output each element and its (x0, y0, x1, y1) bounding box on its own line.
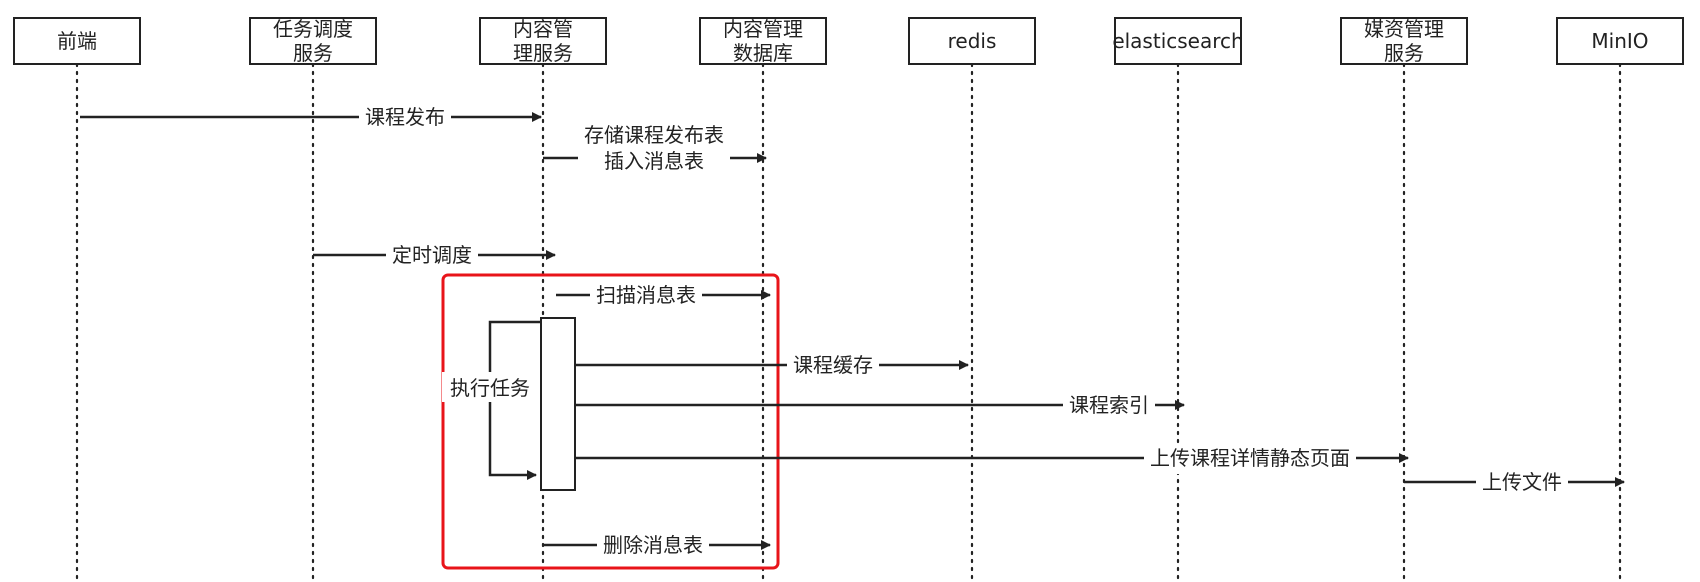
participant-frontend: 前端 (13, 17, 141, 65)
message-label: 上传课程详情静态页面 (1150, 446, 1350, 470)
message-publish: 课程发布 (80, 103, 542, 133)
participant-box (1340, 17, 1468, 65)
participant-box (699, 17, 827, 65)
self-call-label-bg (442, 372, 538, 402)
message-label: 定时调度 (392, 243, 472, 267)
message-label-bg (386, 241, 478, 271)
message-label: 删除消息表 (603, 533, 703, 557)
participant-label: 前端 (57, 29, 97, 53)
participant-label: redis (948, 29, 997, 53)
message-label: 存储课程发布表 (584, 123, 724, 147)
message-label: 课程索引 (1069, 393, 1149, 417)
participant-es: elasticsearch (1112, 17, 1244, 65)
message-label: 扫描消息表 (596, 283, 696, 307)
message-label-bg (597, 531, 709, 561)
participant-label: 理服务 (513, 41, 573, 65)
message-label: 插入消息表 (604, 149, 704, 173)
participant-label: elasticsearch (1112, 29, 1243, 53)
participant-label: 内容管理 (723, 17, 803, 41)
message-schedule: 定时调度 (313, 241, 556, 271)
participant-label: 数据库 (733, 41, 793, 65)
lifelines (75, 62, 1622, 582)
message-label: 上传文件 (1482, 470, 1562, 494)
participant-redis: redis (908, 17, 1036, 65)
participant-label: 任务调度 (273, 17, 353, 41)
activation-bar (540, 317, 576, 491)
participant-box (1556, 17, 1684, 65)
highlight-layer (441, 273, 780, 570)
messages: 课程发布存储课程发布表插入消息表定时调度扫描消息表课程缓存课程索引上传课程详情静… (80, 103, 1625, 561)
message-label-bg (787, 351, 879, 381)
message-index: 课程索引 (575, 391, 1185, 421)
participant-label: 媒资管理 (1364, 17, 1444, 41)
message-label-bg (578, 121, 730, 177)
participant-box (249, 17, 377, 65)
message-upload-page: 上传课程详情静态页面 (575, 444, 1409, 474)
self-call-layer: 执行任务 (442, 317, 576, 491)
message-label-bg (1063, 391, 1155, 421)
message-scan: 扫描消息表 (556, 281, 771, 311)
message-cache: 课程缓存 (575, 351, 969, 381)
participant-label: 服务 (293, 41, 333, 65)
message-label-bg (1476, 468, 1568, 498)
message-label: 课程缓存 (793, 353, 873, 377)
participant-box (908, 17, 1036, 65)
participant-label: 服务 (1384, 41, 1424, 65)
message-label: 课程发布 (365, 105, 445, 129)
message-label-bg (1144, 444, 1356, 474)
participant-label: MinIO (1591, 29, 1648, 53)
message-label-bg (590, 281, 702, 311)
participant-box (479, 17, 607, 65)
message-upload-file: 上传文件 (1404, 468, 1625, 498)
message-label-bg (359, 103, 451, 133)
participant-box (13, 17, 141, 65)
self-call-label: 执行任务 (450, 376, 530, 400)
participant-box (1114, 17, 1242, 65)
participant-label: 内容管 (513, 17, 573, 41)
highlight-box (441, 273, 780, 570)
participant-minio: MinIO (1556, 17, 1684, 65)
message-delete: 删除消息表 (543, 531, 771, 561)
